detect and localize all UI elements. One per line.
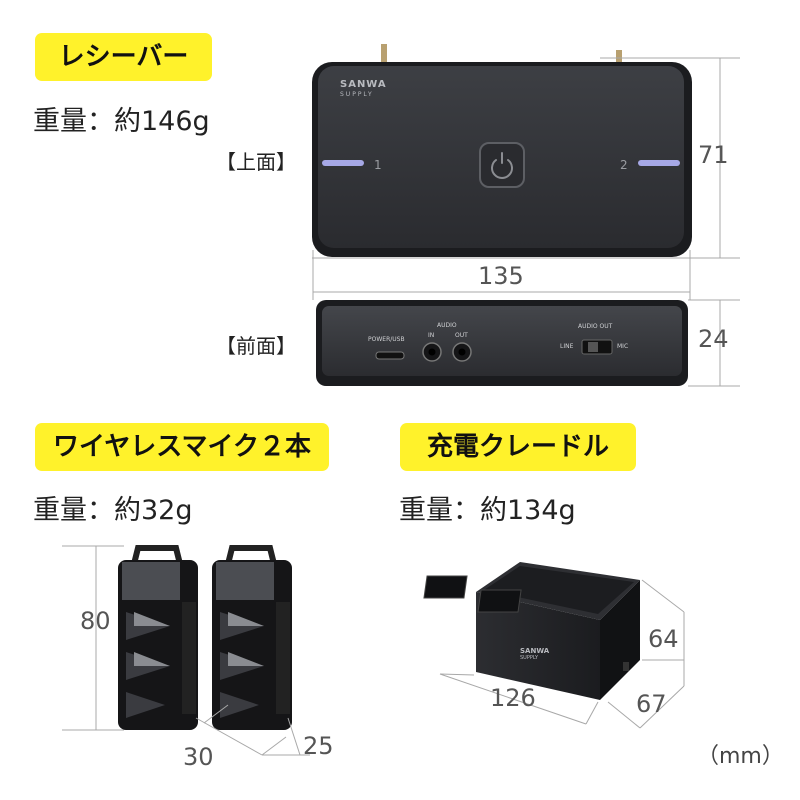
receiver-logo-top: SANWA — [340, 79, 387, 90]
receiver-width-dimension: 135 — [478, 262, 524, 290]
charging-cradle — [423, 562, 640, 700]
mic-height-dimension: 80 — [80, 607, 111, 635]
mic-depth-dimension: 25 — [303, 732, 334, 760]
receiver-front-view-label: 【前面】 — [216, 334, 296, 358]
receiver-dimension-lines — [312, 57, 740, 387]
unit-label: （mm） — [697, 744, 784, 769]
receiver-logo: SANWA SUPPLY — [340, 80, 387, 100]
channel-1-label: 1 — [374, 158, 382, 172]
cradle-weight: 重量：約134g — [399, 495, 576, 526]
cradle-dimension-lines — [439, 579, 685, 729]
microphone-right — [212, 545, 292, 730]
cradle-tag: 充電クレードル — [400, 423, 636, 471]
receiver-top-view-label: 【上面】 — [216, 150, 296, 174]
switch-title-label: AUDIO OUT — [578, 323, 613, 330]
port-power-label: POWER/USB — [368, 336, 405, 343]
switch-mic-label: MIC — [617, 343, 629, 350]
channel-1-led — [322, 160, 364, 166]
receiver-tag: レシーバー — [35, 33, 212, 81]
cradle-height-dimension: 64 — [648, 625, 679, 653]
mic-dimension-lines — [62, 545, 310, 756]
channel-2-label: 2 — [620, 158, 628, 172]
port-audio-label: AUDIO — [437, 322, 457, 329]
cradle-logo-top: SANWA — [520, 647, 550, 655]
microphone-left — [118, 545, 198, 730]
receiver-weight: 重量：約146g — [33, 106, 210, 137]
port-in-label: IN — [428, 332, 435, 339]
receiver-depth-dimension: 71 — [698, 141, 729, 169]
cradle-depth-dimension: 67 — [636, 690, 667, 718]
receiver-top-view — [312, 44, 692, 257]
cradle-logo-bottom: SUPPLY — [520, 655, 539, 661]
receiver-front-view — [316, 300, 688, 386]
switch-line-label: LINE — [560, 343, 574, 350]
cradle-width-dimension: 126 — [490, 684, 536, 712]
cradle-logo: SANWA SUPPLY — [520, 648, 549, 662]
usb-port — [375, 351, 405, 360]
mic-width-dimension: 30 — [183, 743, 214, 771]
port-out-label: OUT — [455, 332, 468, 339]
mic-weight: 重量：約32g — [33, 495, 193, 526]
channel-2-led — [638, 160, 680, 166]
power-icon — [491, 152, 513, 179]
mic-tag: ワイヤレスマイク２本 — [35, 423, 329, 471]
receiver-height-dimension: 24 — [698, 325, 729, 353]
receiver-logo-bottom: SUPPLY — [340, 91, 374, 98]
